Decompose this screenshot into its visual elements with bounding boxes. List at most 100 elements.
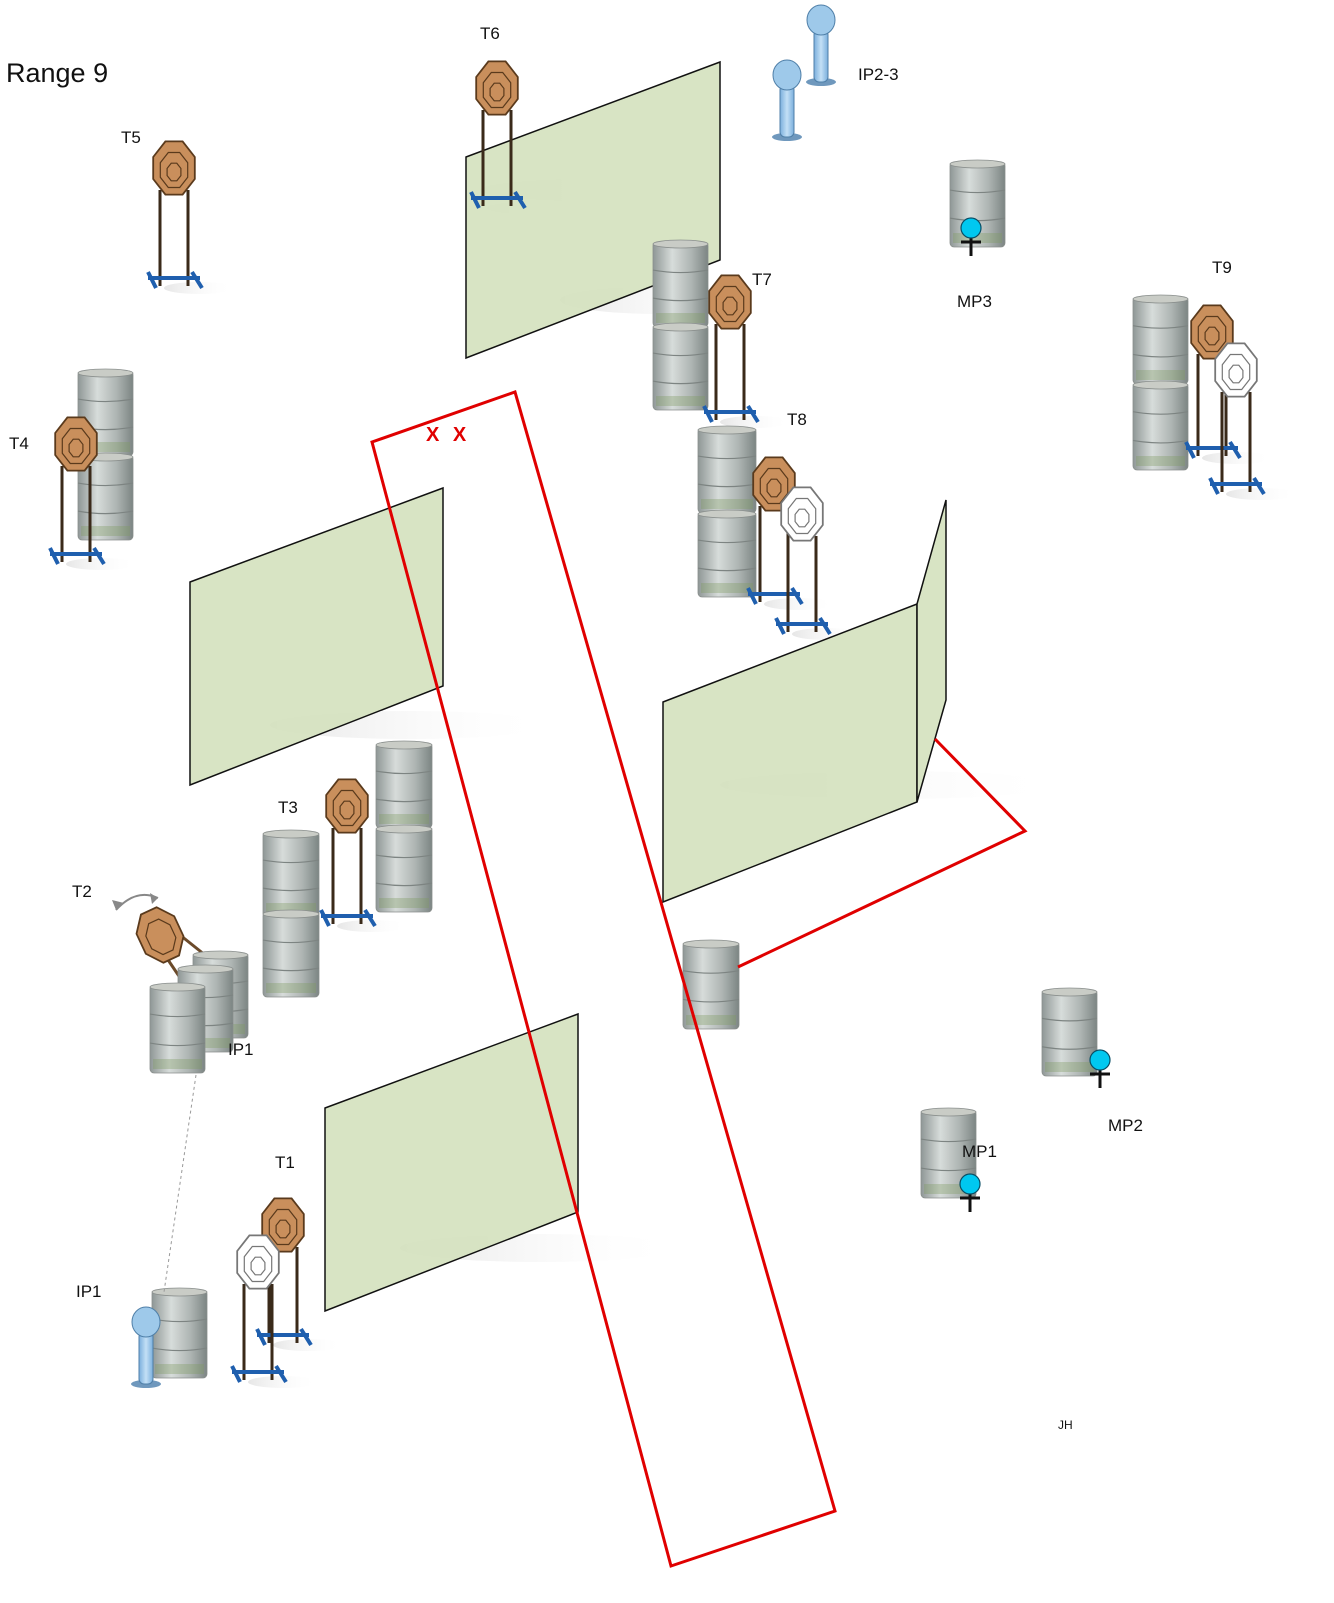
barrel-t3-right-top <box>375 740 433 829</box>
target-foot <box>230 1365 242 1383</box>
barrel-moss <box>953 233 1002 243</box>
target-foot <box>1252 476 1266 496</box>
label-t6: T6 <box>480 24 500 43</box>
label-t5: T5 <box>121 128 141 147</box>
mp-dot <box>960 217 982 239</box>
barrel-mp2 <box>1041 987 1098 1077</box>
barrel-lid <box>77 368 134 378</box>
target-foot <box>790 586 804 606</box>
barrel-rib <box>149 1013 206 1018</box>
barrel-ip1 <box>151 1287 208 1379</box>
target-t7 <box>702 274 760 424</box>
target-foot <box>774 617 786 635</box>
barrel-rib <box>149 1042 206 1047</box>
label-t8: T8 <box>787 410 807 429</box>
ground-shadow <box>164 282 234 294</box>
fault-marks: X X <box>426 424 471 446</box>
target-ring <box>759 467 789 505</box>
target-foot <box>469 191 481 209</box>
popper-body <box>779 84 795 138</box>
target-plate <box>54 416 98 472</box>
barrel-lid <box>652 322 709 332</box>
target-center <box>250 1256 266 1276</box>
swinger-plate <box>135 906 185 964</box>
label-mp1: MP1 <box>962 1142 997 1161</box>
popper-ip3 <box>772 59 802 141</box>
target-plate <box>325 778 369 834</box>
popper-head <box>772 59 802 91</box>
target-foot <box>513 190 527 210</box>
barrel-t7-bottom <box>652 322 709 411</box>
barrel-ip1-front <box>149 982 206 1074</box>
target-t6 <box>469 60 527 210</box>
barrel-rib <box>949 189 1006 194</box>
barrel-lid <box>652 239 709 249</box>
target-ring <box>61 427 91 465</box>
barrel-rib <box>697 455 757 460</box>
target-ring <box>1197 315 1227 353</box>
barrel-rib <box>1132 439 1189 444</box>
target-plate <box>152 140 196 196</box>
marker-mp1 <box>959 1173 981 1212</box>
swing-arrowhead-icon <box>112 900 124 910</box>
target-t9-steel <box>1184 304 1242 460</box>
target-foot <box>48 547 60 565</box>
barrel-moss <box>181 1038 230 1048</box>
barrel-lid <box>697 509 757 519</box>
barrel-rib <box>375 882 433 887</box>
target-ring <box>332 789 362 827</box>
target-ring <box>243 1245 273 1283</box>
barrel-t9-top <box>1132 294 1189 385</box>
barrel-rib <box>77 398 134 403</box>
barrel-lid <box>192 950 249 960</box>
target-plate <box>1214 342 1258 398</box>
popper-body <box>138 1331 154 1385</box>
barrel-moss <box>266 983 316 993</box>
barrel-moss <box>924 1184 973 1194</box>
barrel-t7-top <box>652 239 709 328</box>
wall-left-mid <box>189 486 444 787</box>
target-center <box>166 162 182 182</box>
barrel-rib <box>262 887 320 892</box>
barrel-t8-top <box>697 425 757 514</box>
target-foot <box>746 404 760 424</box>
swing-arrowhead-icon <box>150 893 158 904</box>
barrel-lid <box>1041 987 1098 997</box>
barrel-lid <box>375 740 433 750</box>
barrel-moss <box>1136 456 1185 466</box>
barrel-lid <box>149 982 206 992</box>
label-ip1-barrel: IP1 <box>228 1040 254 1059</box>
target-t1-steel <box>255 1197 313 1347</box>
barrel-rib <box>1132 411 1189 415</box>
barrel-rib <box>375 854 433 859</box>
ground-shadow <box>337 920 407 932</box>
swinger-ring <box>145 918 177 956</box>
target-center <box>766 478 782 498</box>
barrel-moss <box>81 442 130 452</box>
target-foot <box>1208 477 1220 495</box>
popper-ip2 <box>806 4 836 86</box>
label-ip1-left: IP1 <box>76 1282 102 1301</box>
barrel-fault-corner <box>682 939 740 1030</box>
barrel-t3-left-bottom <box>262 909 320 998</box>
barrel-rib <box>262 859 320 864</box>
barrel-moss <box>266 903 316 913</box>
barrel-rib <box>77 510 134 515</box>
target-foot <box>146 271 158 289</box>
barrel-rib <box>697 539 757 544</box>
barrel-rib <box>652 380 709 385</box>
barrel-rib <box>652 269 709 274</box>
target-foot <box>1228 440 1242 460</box>
ground-shadow <box>1226 488 1296 500</box>
barrel-moss <box>701 583 753 593</box>
fault-line-right <box>737 737 1028 969</box>
barrel-moss <box>656 313 705 323</box>
barrel-moss <box>155 1364 204 1374</box>
barrel-moss <box>81 526 130 536</box>
target-ring <box>159 151 189 189</box>
wall-right-front <box>662 602 918 904</box>
target-foot <box>255 1328 267 1346</box>
target-center <box>722 296 738 316</box>
label-mp2: MP2 <box>1108 1116 1143 1135</box>
